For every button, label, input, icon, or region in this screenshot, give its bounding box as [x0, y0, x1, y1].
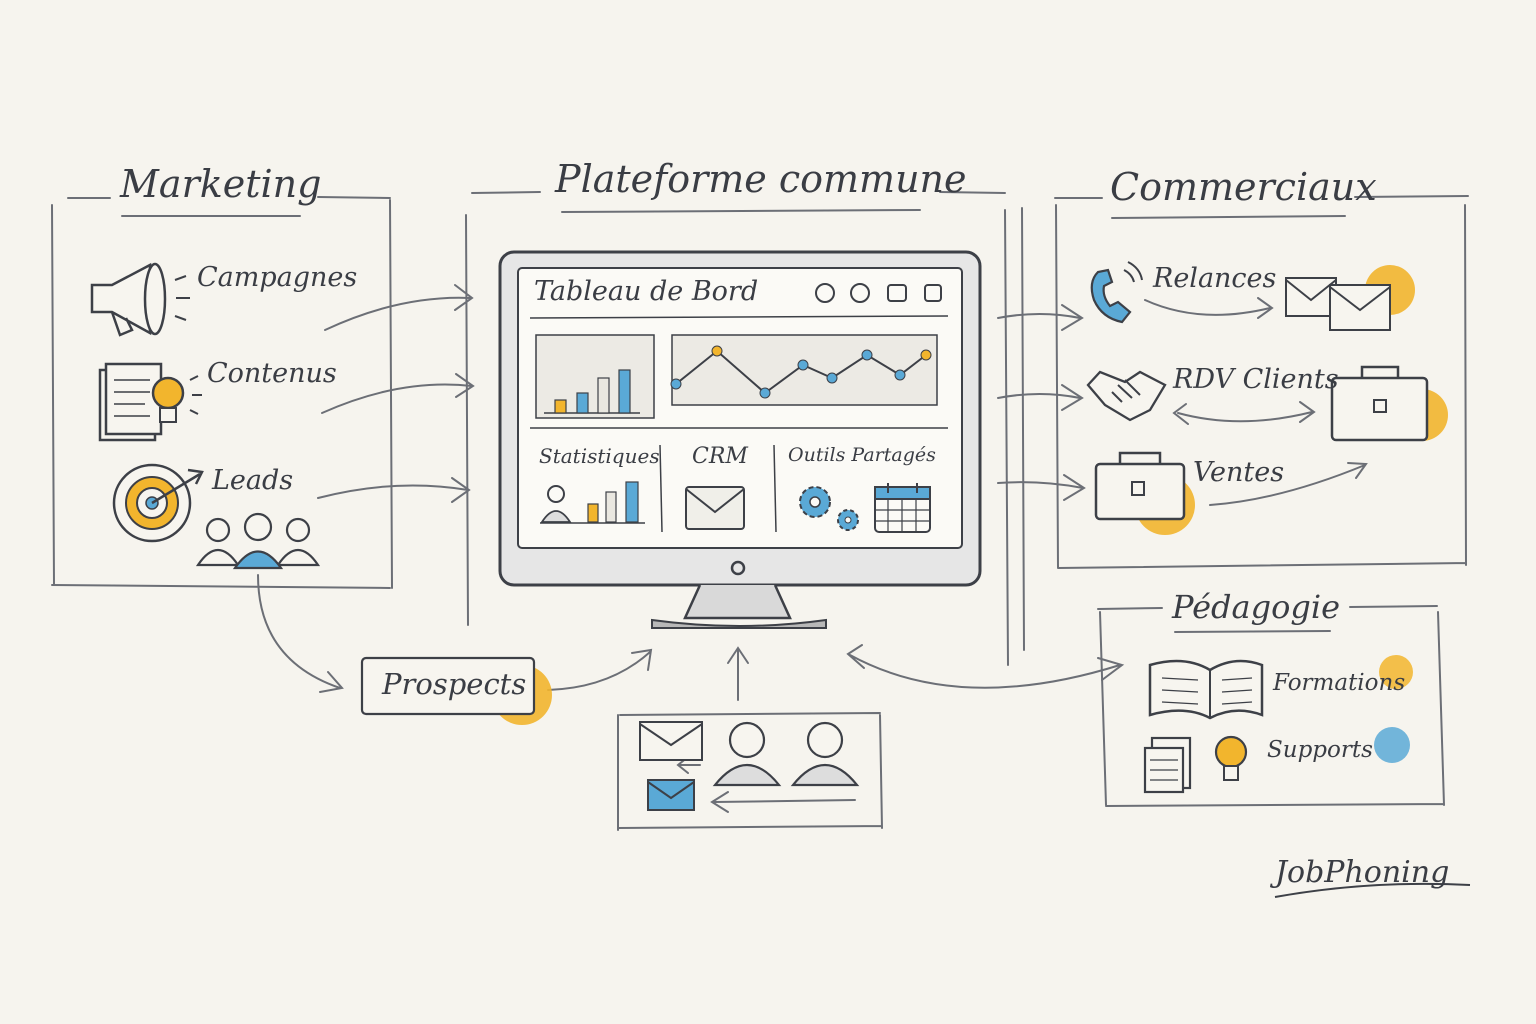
pedagogy-item-formations: Formations [1273, 670, 1406, 696]
sales-title: Commerciaux [1110, 165, 1377, 209]
monitor-icon [498, 250, 982, 629]
sales-item-ventes: Ventes [1193, 457, 1285, 488]
bottom-users-icon [712, 721, 860, 787]
gears-icon [799, 486, 859, 531]
stats-users-icon [540, 481, 645, 524]
phone-icon [1090, 261, 1143, 324]
platform-title: Plateforme commune [555, 157, 967, 201]
briefcase-large-icon [1330, 365, 1448, 442]
envelopes-icon [1285, 265, 1415, 331]
handshake-icon [1086, 370, 1167, 422]
megaphone-icon [90, 262, 190, 337]
documents-stack-icon [1143, 736, 1192, 794]
marketing-item-leads: Leads [212, 465, 294, 496]
lightbulb-icon [1214, 735, 1248, 781]
bar-chart-icon [544, 369, 640, 414]
marketing-item-contenus: Contenus [207, 358, 337, 389]
pedagogy-title: Pédagogie [1172, 588, 1340, 626]
target-icon [112, 463, 204, 543]
brand-logo: JobPhoning [1275, 855, 1450, 890]
envelope-icon [685, 486, 745, 530]
prospects-label: Prospects [382, 667, 527, 701]
sales-item-relances: Relances [1153, 263, 1277, 294]
bottom-envelope-blue-icon [647, 779, 695, 811]
marketing-item-campagnes: Campagnes [197, 262, 358, 293]
bottom-envelope-icon [639, 721, 703, 761]
marketing-title: Marketing [120, 162, 322, 206]
book-icon [1148, 659, 1264, 720]
panel-statistiques: Statistiques [539, 444, 660, 468]
document-lightbulb-icon [98, 362, 202, 442]
pedagogy-item-supports: Supports [1267, 737, 1373, 763]
panel-crm: CRM [692, 444, 748, 469]
calendar-icon [874, 483, 931, 533]
line-chart-icon [670, 345, 932, 399]
users-group-icon [195, 512, 321, 570]
dashboard-title: Tableau de Bord [534, 276, 759, 307]
panel-outils: Outils Partagés [788, 444, 936, 466]
briefcase-icon [1094, 451, 1195, 535]
sales-item-rdv: RDV Clients [1173, 364, 1339, 395]
